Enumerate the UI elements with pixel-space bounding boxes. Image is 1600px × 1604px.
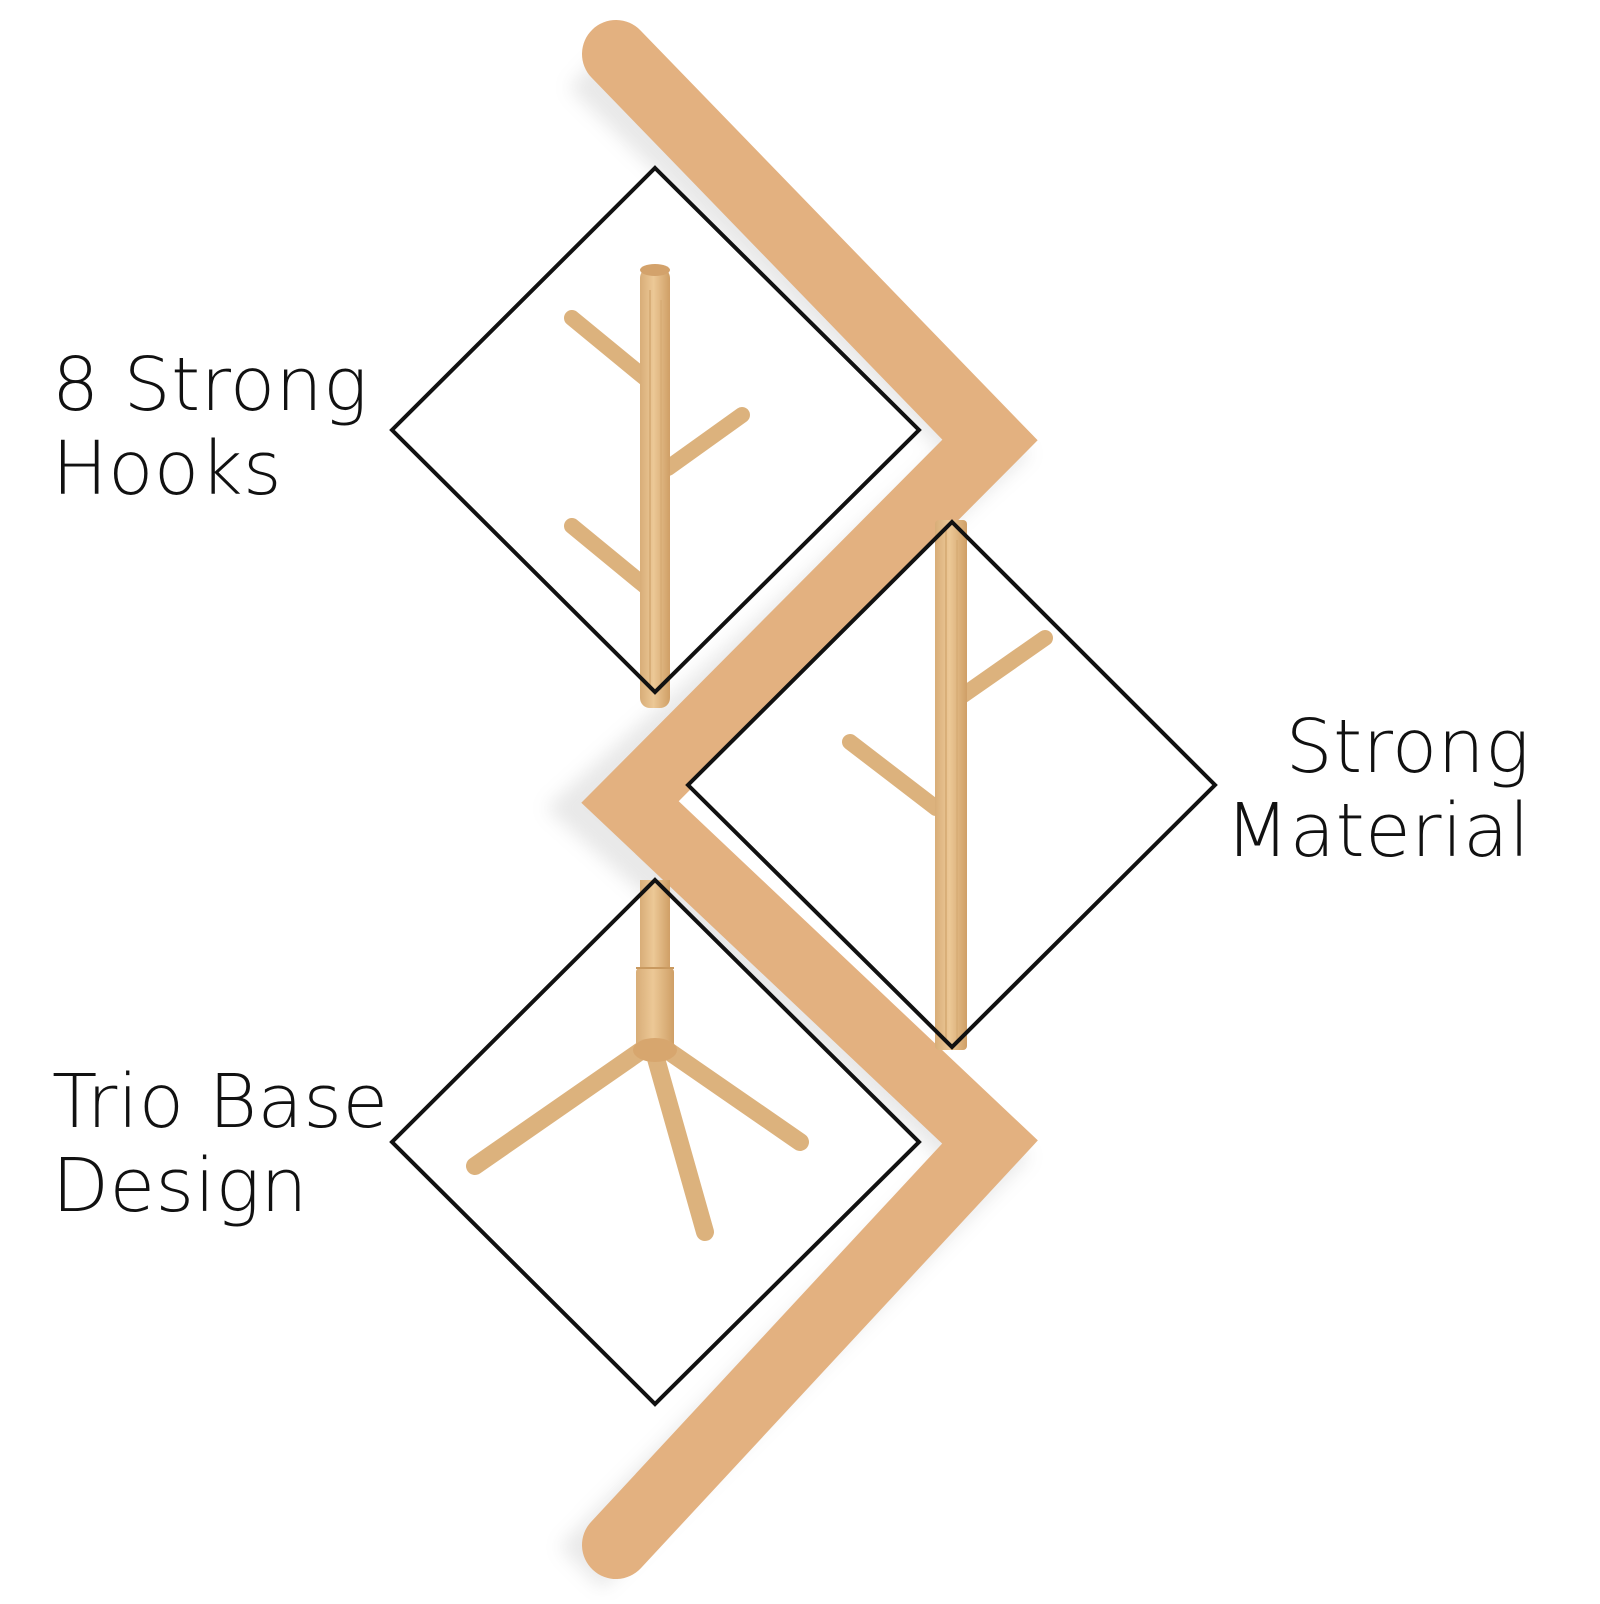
diamond-material (685, 519, 1218, 1050)
coat-rack-top-icon (564, 264, 750, 708)
feature-label-base: Trio Base Design (52, 1060, 389, 1228)
feature-label-hooks-line2: Hooks (52, 426, 283, 512)
diamond-hooks (389, 165, 922, 708)
feature-label-base-line1: Trio Base (52, 1059, 389, 1145)
zigzag-ribbon (581, 20, 1038, 1579)
feature-label-material-line2: Material (1225, 788, 1530, 874)
tripod-base-icon (466, 880, 809, 1241)
feature-label-hooks: 8 Strong Hooks (52, 343, 368, 511)
feature-label-hooks-line1: 8 Strong (52, 342, 368, 428)
feature-label-material-line1: Strong (1285, 704, 1530, 790)
feature-label-base-line2: Design (52, 1143, 308, 1229)
diamond-base (389, 877, 922, 1407)
coat-rack-pole-icon (842, 520, 1053, 1050)
feature-label-material: Strong Material (1225, 705, 1530, 873)
